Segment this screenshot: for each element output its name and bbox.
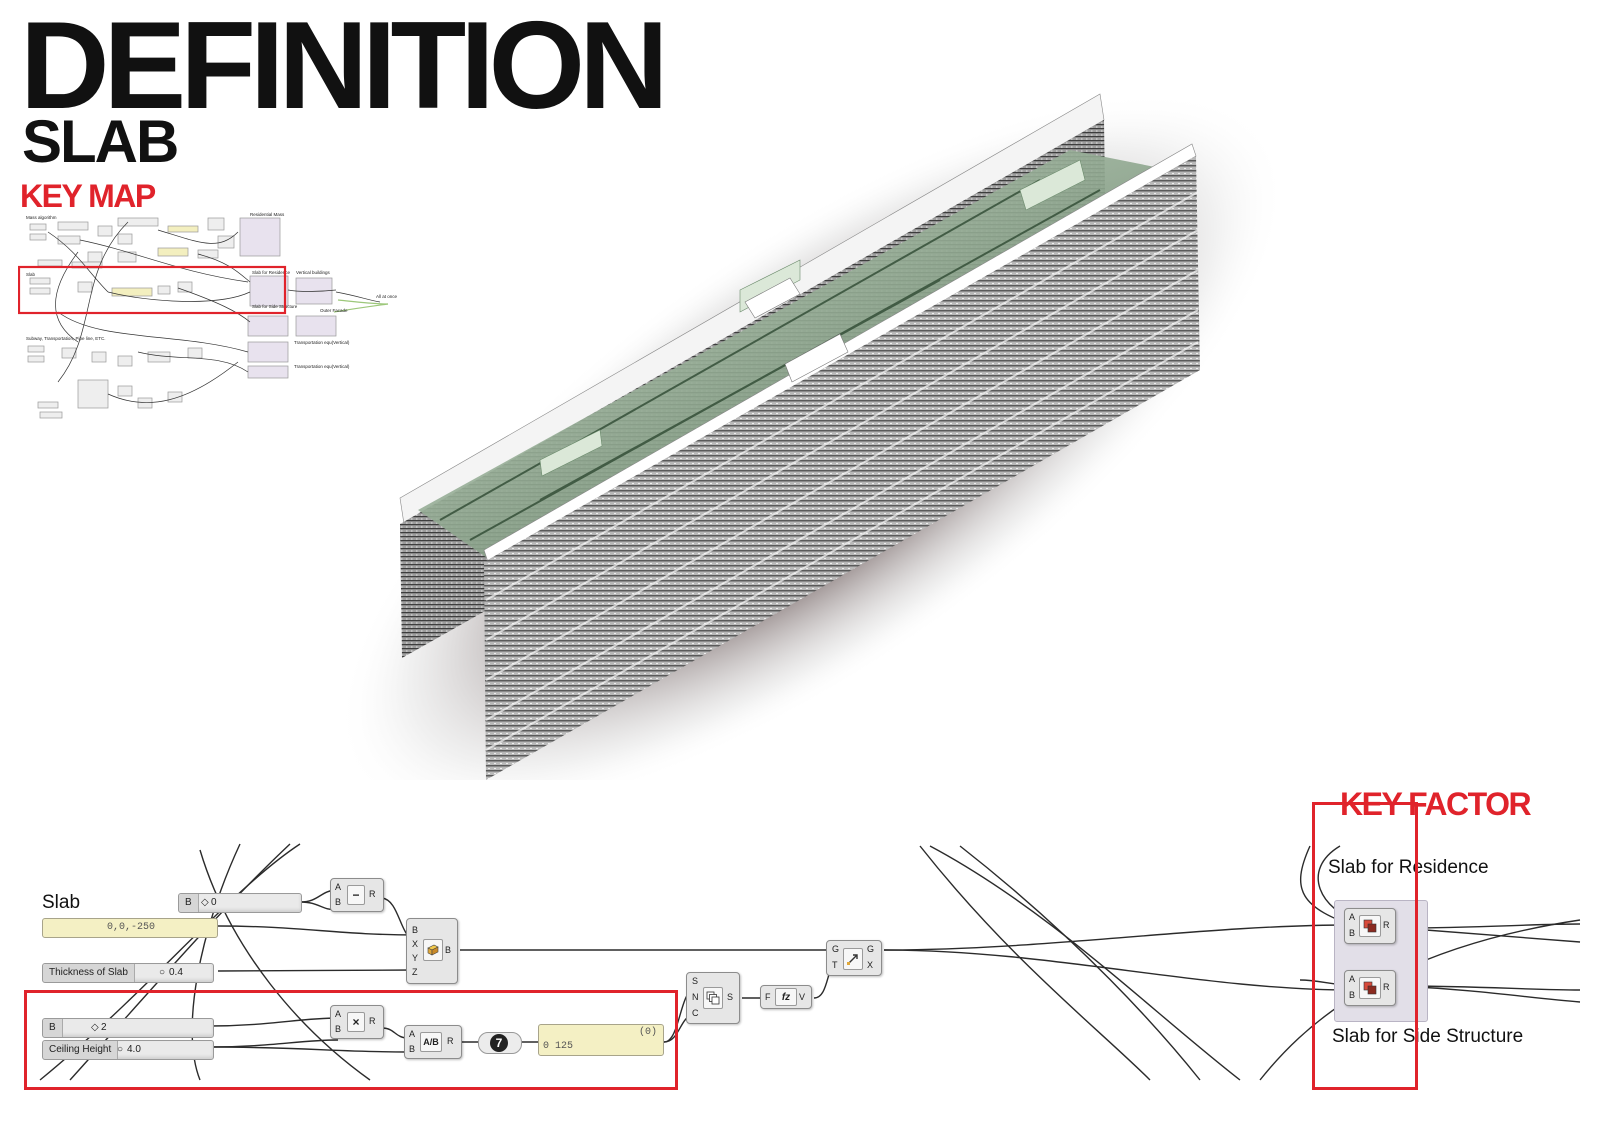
multiplication-component[interactable]: A B × R	[330, 1005, 384, 1039]
page-subtitle: SLAB	[22, 108, 179, 175]
input-pin-b[interactable]: B	[335, 1024, 342, 1034]
output-pin-r[interactable]: R	[1383, 920, 1390, 930]
output-pin-g[interactable]: G	[867, 944, 875, 954]
expression-icon: fz	[775, 988, 797, 1006]
slab-group-label: Slab	[42, 892, 81, 913]
point-panel[interactable]: 0,0,-250	[42, 918, 218, 938]
key-map-output-label: Transportation equ(Vertical)	[294, 340, 350, 345]
key-map-output-label: Residential Mass	[250, 212, 285, 217]
key-map-output-label: Transportation equ(Vertical)	[294, 364, 350, 369]
output-label-side-structure: Slab for Side Structure	[1332, 1026, 1524, 1047]
output-pin-v[interactable]: V	[799, 992, 806, 1002]
key-map-output-label: Slab for Side Structure	[252, 304, 298, 309]
output-pin-s[interactable]: S	[727, 992, 734, 1002]
output-label-residence: Slab for Residence	[1328, 857, 1489, 878]
ceiling-height-slider[interactable]: Ceiling Height ○ 4.0	[42, 1040, 214, 1060]
integer-badge: 7	[490, 1034, 508, 1052]
multiply-icon: ×	[347, 1012, 365, 1032]
subtraction-component[interactable]: A B − R	[330, 878, 384, 912]
slider-label: Ceiling Height	[43, 1041, 119, 1059]
input-pin-a[interactable]: A	[1349, 912, 1356, 922]
move-component[interactable]: G T G X	[826, 940, 882, 976]
output-pin-b[interactable]: B	[445, 945, 452, 955]
input-pin-a[interactable]: A	[335, 1009, 342, 1019]
result-panel-value: 0 125	[543, 1041, 574, 1052]
division-component[interactable]: A B A/B R	[404, 1025, 462, 1059]
output-pin-r[interactable]: R	[369, 889, 376, 899]
key-map-group-label: Slab	[26, 272, 36, 277]
definition-wire-canvas	[39, 843, 1581, 1081]
key-map-heading: KEY MAP	[20, 178, 156, 214]
highlight-box-key-factor	[1312, 802, 1418, 1090]
input-pin-a[interactable]: A	[1349, 974, 1356, 984]
key-map-thumbnail: Mass algorithm Slab Subway, Transportati…	[18, 212, 402, 434]
number-slider-b-bottom[interactable]: B ◇ 2	[42, 1018, 214, 1038]
input-pin-s[interactable]: S	[692, 976, 699, 986]
key-map-highlight-box	[18, 265, 287, 315]
key-map-group-label: Subway, Transportation, Pipe line, ETC.	[26, 336, 105, 341]
key-map-output-label: All at once	[376, 294, 398, 299]
key-map-output-label: Slab for Residence	[252, 270, 291, 275]
slider-knob-icon[interactable]: ○	[117, 1044, 124, 1055]
output-pin-r[interactable]: R	[447, 1036, 454, 1046]
input-pin-b[interactable]: B	[409, 1044, 416, 1054]
output-pin-r[interactable]: R	[369, 1016, 376, 1026]
input-pin-z[interactable]: Z	[412, 967, 418, 977]
box-component[interactable]: B X Y Z B	[406, 918, 458, 984]
result-panel[interactable]: (0) 0 125	[538, 1024, 664, 1056]
input-pin-c[interactable]: C	[692, 1008, 699, 1018]
box-icon	[423, 939, 443, 961]
series-component[interactable]: S N C S	[686, 972, 740, 1024]
page-title: DEFINITION	[20, 0, 669, 135]
number-slider-b-top[interactable]: B ◇ 0	[178, 893, 302, 913]
solid-union-residence-component[interactable]: A B R	[1344, 908, 1396, 944]
divide-icon: A/B	[420, 1032, 442, 1052]
minus-icon: −	[347, 885, 365, 905]
solid-union-side-structure-component[interactable]: A B R	[1344, 970, 1396, 1006]
input-pin-g[interactable]: G	[832, 944, 840, 954]
series-icon	[703, 987, 723, 1009]
key-map-output-label: Outer Facade	[320, 308, 348, 313]
key-map-group-label: Mass algorithm	[26, 215, 57, 220]
slider-label: Thickness of Slab	[43, 964, 135, 982]
input-pin-a[interactable]: A	[335, 882, 342, 892]
input-pin-x[interactable]: X	[412, 939, 419, 949]
highlight-box-slab-spacing	[24, 990, 678, 1090]
slider-value: 4.0	[127, 1044, 141, 1055]
thickness-of-slab-slider[interactable]: Thickness of Slab ○ 0.4	[42, 963, 214, 983]
input-pin-b[interactable]: B	[1349, 990, 1356, 1000]
input-pin-y[interactable]: Y	[412, 953, 419, 963]
slider-label: B	[179, 894, 199, 912]
result-panel-index: (0)	[638, 1027, 657, 1038]
input-pin-b[interactable]: B	[412, 925, 419, 935]
solid-union-icon	[1359, 977, 1381, 999]
input-pin-n[interactable]: N	[692, 992, 699, 1002]
slider-value: 2	[101, 1022, 107, 1033]
move-arrow-icon	[843, 948, 863, 970]
integer-param[interactable]: 7	[478, 1032, 522, 1054]
input-pin-b[interactable]: B	[1349, 928, 1356, 938]
slider-value: 0	[211, 897, 217, 908]
input-pin-b[interactable]: B	[335, 897, 342, 907]
key-map-output-label: Vertical buildings	[296, 270, 331, 275]
output-pin-x[interactable]: X	[867, 960, 874, 970]
slider-label: B	[43, 1019, 63, 1037]
slab-3d-render	[337, 92, 1286, 780]
slider-value: 0.4	[169, 967, 183, 978]
input-pin-a[interactable]: A	[409, 1029, 416, 1039]
expression-component[interactable]: F fz V	[760, 985, 812, 1009]
slider-knob-icon[interactable]: ○	[159, 967, 166, 978]
point-panel-value: 0,0,-250	[107, 922, 156, 933]
output-pin-r[interactable]: R	[1383, 982, 1390, 992]
slider-knob-icon[interactable]: ◇	[91, 1022, 99, 1033]
slider-knob-icon[interactable]: ◇	[201, 897, 209, 908]
input-pin-t[interactable]: T	[832, 960, 838, 970]
input-pin-f[interactable]: F	[765, 992, 771, 1002]
solid-union-icon	[1359, 915, 1381, 937]
